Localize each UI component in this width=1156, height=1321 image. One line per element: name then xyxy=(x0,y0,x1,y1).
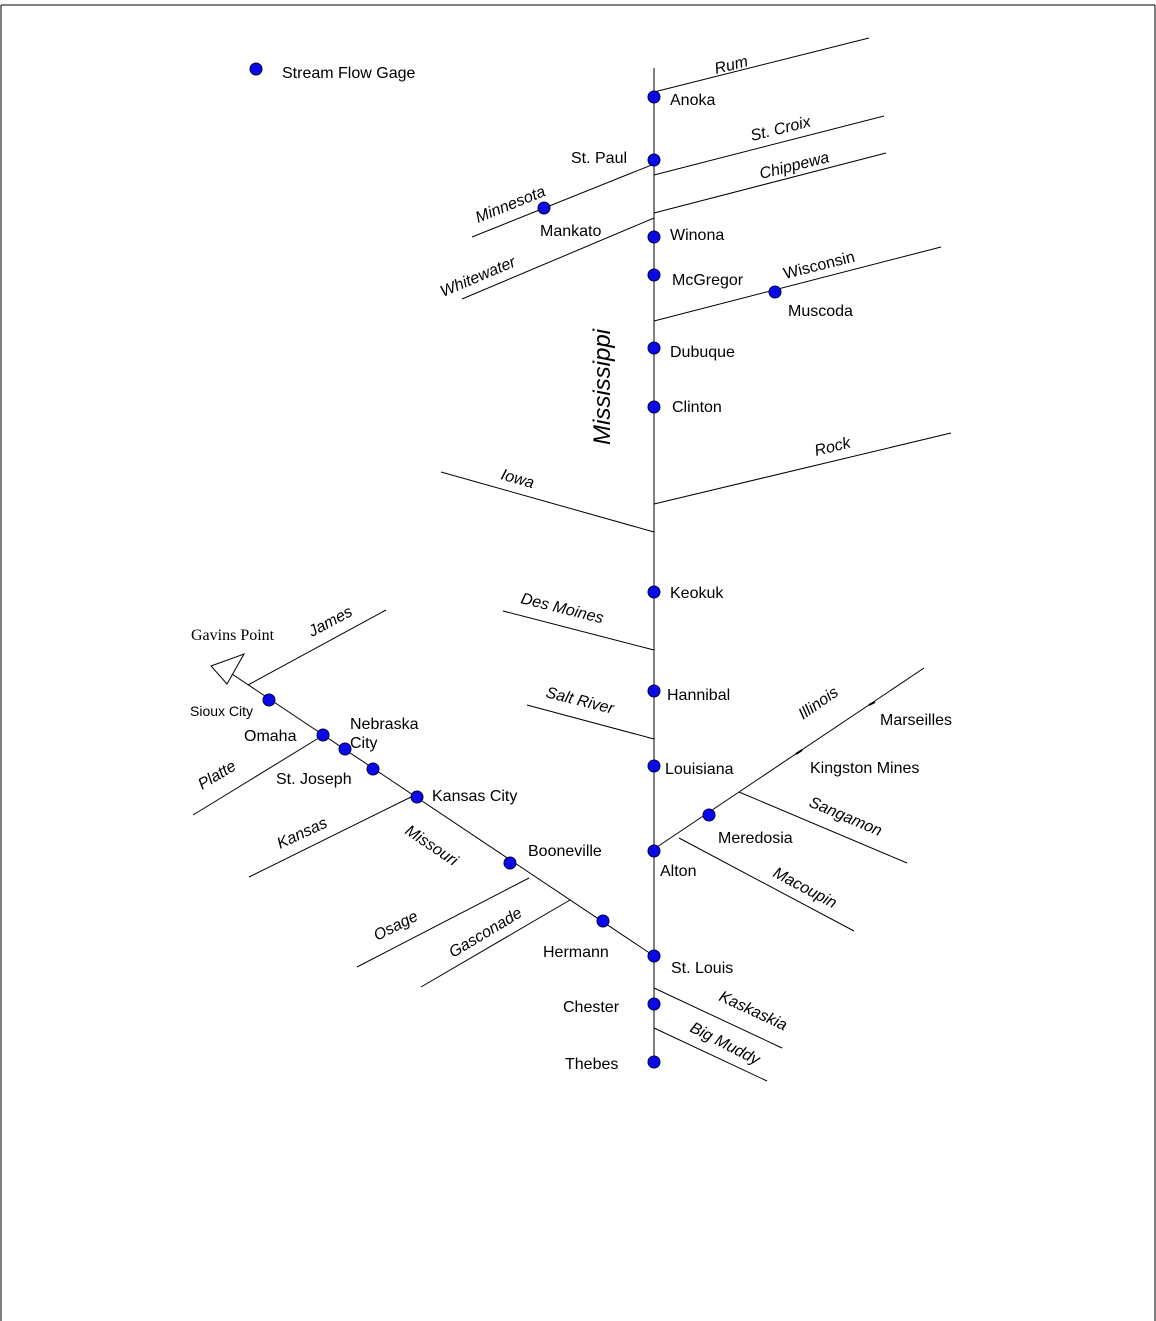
marseilles-marker xyxy=(868,701,876,706)
big-muddy-river-line xyxy=(653,1027,768,1082)
label-thebes: Thebes xyxy=(565,1056,618,1073)
gage-mcgregor xyxy=(647,268,661,282)
macoupin-river-line xyxy=(678,837,855,932)
label-iowa: Iowa xyxy=(499,467,536,493)
label-hermann: Hermann xyxy=(543,944,609,961)
minnesota-river-line xyxy=(471,163,655,238)
label-muscoda: Muscoda xyxy=(788,303,853,320)
st-croix-river-line xyxy=(653,115,885,176)
outlet-arrow-icon xyxy=(210,653,246,685)
whitewater-river-line xyxy=(461,217,655,300)
label-chippewa: Chippewa xyxy=(758,149,831,183)
wisconsin-river-line xyxy=(653,246,942,322)
gage-chester xyxy=(647,997,661,1011)
legend-gage-icon xyxy=(249,62,263,76)
gage-nebraska-city xyxy=(338,742,352,756)
james-river-line xyxy=(247,609,387,686)
label-rock: Rock xyxy=(813,434,853,460)
label-sangamon: Sangamon xyxy=(806,794,884,840)
platte-river-line xyxy=(192,735,323,816)
gage-kansas-city xyxy=(410,790,424,804)
chippewa-river-line xyxy=(653,152,887,214)
gage-hermann xyxy=(596,914,610,928)
label-keokuk: Keokuk xyxy=(670,585,724,602)
gage-winona xyxy=(647,230,661,244)
missouri-river-line xyxy=(225,669,655,957)
label-st-paul: St. Paul xyxy=(571,150,627,167)
label-st-joseph: St. Joseph xyxy=(276,771,352,788)
label-wisconsin: Wisconsin xyxy=(782,249,857,283)
label-nebraska-city-line1: Nebraska xyxy=(350,716,419,733)
label-hannibal: Hannibal xyxy=(667,687,730,704)
label-booneville: Booneville xyxy=(528,843,602,860)
label-omaha: Omaha xyxy=(244,728,297,745)
label-nebraska-city-line2: City xyxy=(350,735,378,752)
label-dubuque: Dubuque xyxy=(670,344,735,361)
gage-mankato xyxy=(537,201,551,215)
label-mississippi: Mississippi xyxy=(589,328,616,445)
label-mcgregor: McGregor xyxy=(672,272,744,289)
gage-sioux-city xyxy=(262,693,276,707)
label-kansas-city: Kansas City xyxy=(432,788,517,805)
label-clinton: Clinton xyxy=(672,399,722,416)
gage-st-joseph xyxy=(366,762,380,776)
label-chester: Chester xyxy=(563,999,620,1016)
label-des-moines: Des Moines xyxy=(519,590,605,627)
salt-river-line xyxy=(526,704,655,740)
label-anoka: Anoka xyxy=(670,92,715,109)
label-louisiana: Louisiana xyxy=(665,761,734,778)
gage-louisiana xyxy=(647,759,661,773)
gage-keokuk xyxy=(647,585,661,599)
label-whitewater: Whitewater xyxy=(438,254,519,301)
label-winona: Winona xyxy=(670,227,724,244)
legend-label: Stream Flow Gage xyxy=(282,65,415,82)
gasconade-river-line xyxy=(420,899,571,988)
label-illinois: Illinois xyxy=(796,684,842,723)
label-sioux-city: Sioux City xyxy=(190,703,253,719)
gage-thebes xyxy=(647,1055,661,1069)
gage-meredosia xyxy=(702,808,716,822)
kingston-mines-marker xyxy=(795,749,803,755)
gage-st-louis xyxy=(647,949,661,963)
illinois-river-line xyxy=(653,667,925,850)
label-platte: Platte xyxy=(195,758,239,794)
label-kaskaskia: Kaskaskia xyxy=(716,988,789,1034)
gage-clinton xyxy=(647,400,661,414)
label-kingston-mines: Kingston Mines xyxy=(810,760,919,777)
label-minnesota: Minnesota xyxy=(473,183,548,226)
kansas-river-line xyxy=(248,795,414,878)
label-st-louis: St. Louis xyxy=(671,960,733,977)
rock-river-line xyxy=(653,432,952,505)
gage-dubuque xyxy=(647,341,661,355)
label-meredosia: Meredosia xyxy=(718,830,793,847)
sangamon-river-line xyxy=(738,791,908,864)
label-st-croix: St. Croix xyxy=(749,113,814,145)
label-kansas: Kansas xyxy=(275,815,331,853)
gage-anoka xyxy=(647,90,661,104)
gage-st-paul xyxy=(647,153,661,167)
iowa-river-line xyxy=(440,471,655,533)
label-rum: Rum xyxy=(713,53,750,78)
label-missouri: Missouri xyxy=(402,822,461,870)
label-osage: Osage xyxy=(371,908,421,945)
label-james: James xyxy=(305,603,355,641)
label-alton: Alton xyxy=(660,863,696,880)
kaskaskia-river-line xyxy=(653,987,783,1049)
rum-river-line xyxy=(653,37,870,93)
gage-omaha xyxy=(316,728,330,742)
label-marseilles: Marseilles xyxy=(880,712,952,729)
osage-river-line xyxy=(356,877,530,968)
gage-alton xyxy=(647,844,661,858)
des-moines-river-line xyxy=(502,610,655,651)
gage-booneville xyxy=(503,856,517,870)
outlet-label: Gavins Point xyxy=(191,627,275,644)
label-mankato: Mankato xyxy=(540,223,601,240)
gage-muscoda xyxy=(768,285,782,299)
gage-hannibal xyxy=(647,684,661,698)
